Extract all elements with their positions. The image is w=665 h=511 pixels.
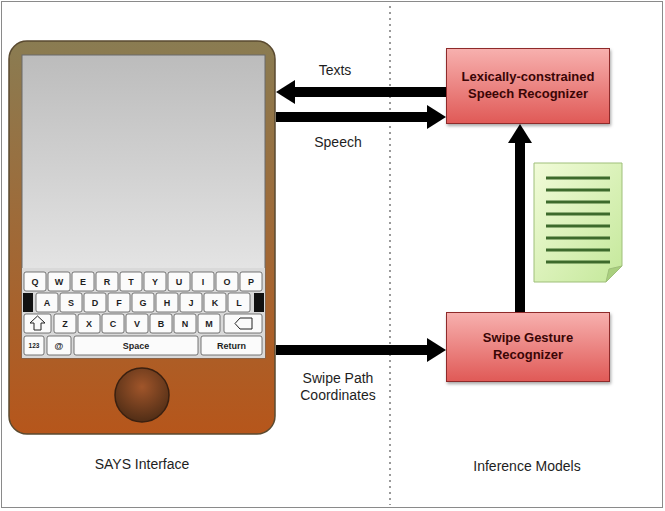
- phone-device: SAYS Interface: [8, 40, 276, 435]
- key-label: W: [55, 276, 64, 287]
- key-label: T: [128, 276, 134, 287]
- key-label: Space: [123, 340, 150, 351]
- key-label: V: [134, 318, 140, 329]
- phone-illustration: [8, 40, 276, 435]
- key-label: S: [68, 297, 74, 308]
- key-label: M: [205, 318, 213, 329]
- key-label: B: [158, 318, 165, 329]
- arrow-connector: [508, 124, 532, 312]
- edge-label: Swipe Path Coordinates: [292, 370, 384, 404]
- key-label: C: [110, 318, 117, 329]
- box-label: Swipe Gesture Recognizer: [457, 330, 599, 364]
- box-label: Lexically-constrained Speech Recognizer: [457, 69, 599, 103]
- edge-label: Speech: [293, 134, 383, 151]
- divider-line: [389, 6, 391, 505]
- key-label: Z: [62, 318, 68, 329]
- key-label: R: [104, 276, 111, 287]
- key-label: P: [248, 276, 254, 287]
- key-label: H: [164, 297, 171, 308]
- key-label: 123: [29, 342, 40, 350]
- device-caption: SAYS Interface: [95, 456, 190, 472]
- key-label: X: [86, 318, 92, 329]
- key-label: O: [223, 276, 230, 287]
- key-label: A: [44, 297, 51, 308]
- key-label: I: [202, 276, 205, 287]
- key-label: J: [188, 297, 193, 308]
- edge-label: Texts: [290, 62, 380, 79]
- key-label: Q: [31, 276, 38, 287]
- arrow-connector: [276, 338, 446, 362]
- key-label: N: [182, 318, 189, 329]
- key-label: F: [116, 297, 122, 308]
- arrow-connector: [276, 105, 446, 129]
- key-label: Y: [152, 276, 158, 287]
- key-label: U: [176, 276, 183, 287]
- section-label: Inference Models: [473, 458, 580, 475]
- key-label: G: [139, 297, 146, 308]
- key-label: D: [92, 297, 99, 308]
- key-label: E: [80, 276, 86, 287]
- document-icon: [534, 163, 622, 282]
- key-label: @: [55, 340, 64, 351]
- process-box: Lexically-constrained Speech Recognizer: [446, 48, 610, 124]
- process-box: Swipe Gesture Recognizer: [446, 312, 610, 382]
- key-label: L: [236, 297, 242, 308]
- key-label: K: [212, 297, 219, 308]
- arrow-connector: [276, 80, 446, 104]
- key-label: Return: [217, 340, 246, 351]
